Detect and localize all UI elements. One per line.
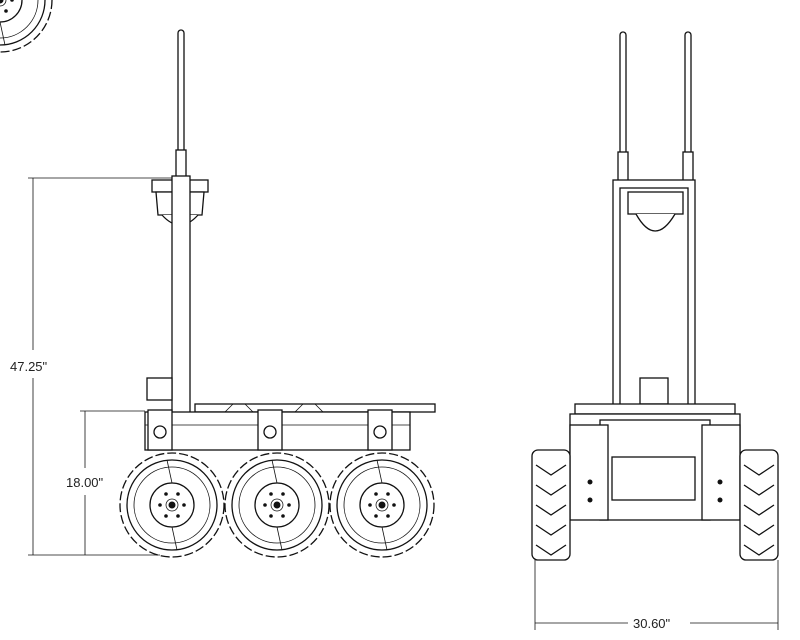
dimension-overall-width — [534, 560, 779, 630]
overall-height-label: 47.25" — [10, 359, 48, 374]
antenna — [175, 29, 187, 179]
front-wheel-right — [739, 449, 779, 561]
deck — [194, 403, 436, 413]
mast — [171, 175, 191, 417]
front-panel — [611, 456, 696, 501]
wheel-front — [119, 452, 225, 558]
front-body — [569, 413, 741, 521]
chassis — [144, 403, 411, 451]
overall-width-label: 30.60" — [633, 616, 671, 631]
mast-frame — [612, 179, 696, 407]
front-deck — [574, 403, 736, 415]
antenna-right — [684, 31, 692, 163]
front-view — [531, 31, 779, 561]
side-wheels — [0, 0, 53, 53]
front-wheel-left — [531, 449, 571, 561]
deck-height-label: 18.00" — [66, 475, 104, 490]
dimension-deck-height — [80, 410, 145, 555]
wheel-rear — [329, 452, 435, 558]
side-view — [0, 0, 436, 451]
dimension-overall-height — [28, 177, 172, 556]
mast-box — [146, 377, 173, 401]
wheel-middle — [224, 452, 330, 558]
antenna-left — [619, 31, 627, 163]
